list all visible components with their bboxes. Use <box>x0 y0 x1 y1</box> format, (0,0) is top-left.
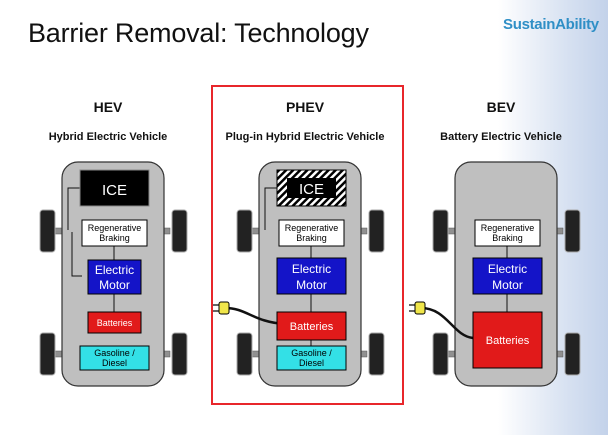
rear-right-wheel <box>171 332 188 376</box>
ice-label-background <box>287 178 336 198</box>
column-full-name: Battery Electric Vehicle <box>440 131 562 143</box>
batteries-label: Batteries <box>97 318 133 328</box>
batteries-block <box>87 311 142 334</box>
charging-cable <box>420 306 474 340</box>
braking-label-line-1: Regenerative <box>88 223 142 233</box>
brand-logo: SustainAbility <box>503 16 599 33</box>
column-full-name: Hybrid Electric Vehicle <box>48 131 168 143</box>
phev-vehicle-diagram: ICE Regenerative Braking Electric Motor … <box>213 161 385 387</box>
fuel-tank-block <box>276 345 347 371</box>
fuel-label-line-2: Diesel <box>102 358 127 368</box>
rear-left-wheel <box>432 332 449 376</box>
fuel-label-line-1: Gasoline / <box>94 348 135 358</box>
ice-connector-line <box>264 187 277 230</box>
column-abbreviation: HEV <box>93 99 123 115</box>
hev-vehicle-diagram: ICE Regenerative Braking Electric Motor … <box>39 161 188 387</box>
ice-block <box>79 169 150 207</box>
slide-title: Barrier Removal: Technology <box>28 18 369 48</box>
regenerative-braking-block <box>278 219 345 247</box>
batteries-block <box>472 311 543 369</box>
front-left-wheel <box>432 209 449 253</box>
plug-icon <box>414 301 426 315</box>
motor-connector-line <box>71 232 82 277</box>
column-full-name: Plug-in Hybrid Electric Vehicle <box>225 131 385 143</box>
column-abbreviation: PHEV <box>285 99 325 115</box>
regenerative-braking-block <box>81 219 148 247</box>
braking-label-line-2: Braking <box>296 233 327 243</box>
front-right-wheel <box>171 209 188 253</box>
phev-column: PHEV Plug-in Hybrid Electric Vehicle ICE <box>207 0 403 435</box>
ice-label: ICE <box>299 181 324 198</box>
motor-label-line-1: Electric <box>488 262 527 276</box>
braking-label-line-2: Braking <box>99 233 130 243</box>
regenerative-braking-block <box>474 219 541 247</box>
front-right-wheel <box>564 209 581 253</box>
electric-motor-block <box>472 257 543 295</box>
batteries-label: Batteries <box>290 321 334 333</box>
electric-motor-block <box>87 259 142 295</box>
rear-right-wheel <box>564 332 581 376</box>
fuel-tank-block <box>79 345 150 371</box>
batteries-block <box>276 311 347 341</box>
motor-label-line-1: Electric <box>292 262 331 276</box>
plug-icon <box>218 301 230 315</box>
front-left-wheel <box>236 209 253 253</box>
motor-label-line-1: Electric <box>95 263 134 277</box>
rear-left-wheel <box>39 332 56 376</box>
bev-column: BEV Battery Electric Vehicle Regenerativ… <box>403 0 599 435</box>
braking-label-line-1: Regenerative <box>285 223 339 233</box>
phev-highlight-frame <box>211 85 404 405</box>
column-abbreviation: BEV <box>486 99 516 115</box>
hev-column: HEV Hybrid Electric Vehicle ICE Regenera… <box>10 0 206 435</box>
batteries-label: Batteries <box>486 335 530 347</box>
motor-label-line-2: Motor <box>492 278 523 292</box>
ice-label: ICE <box>102 182 127 199</box>
motor-label-line-2: Motor <box>99 278 130 292</box>
fuel-label-line-2: Diesel <box>299 358 324 368</box>
rear-left-wheel <box>236 332 253 376</box>
braking-label-line-2: Braking <box>492 233 523 243</box>
front-left-wheel <box>39 209 56 253</box>
rear-right-wheel <box>368 332 385 376</box>
bev-vehicle-diagram: Regenerative Braking Electric Motor Batt… <box>409 161 581 387</box>
front-right-wheel <box>368 209 385 253</box>
braking-label-line-1: Regenerative <box>481 223 535 233</box>
motor-label-line-2: Motor <box>296 278 327 292</box>
ice-connector-line <box>67 187 80 230</box>
electric-motor-block <box>276 257 347 295</box>
fuel-label-line-1: Gasoline / <box>291 348 332 358</box>
